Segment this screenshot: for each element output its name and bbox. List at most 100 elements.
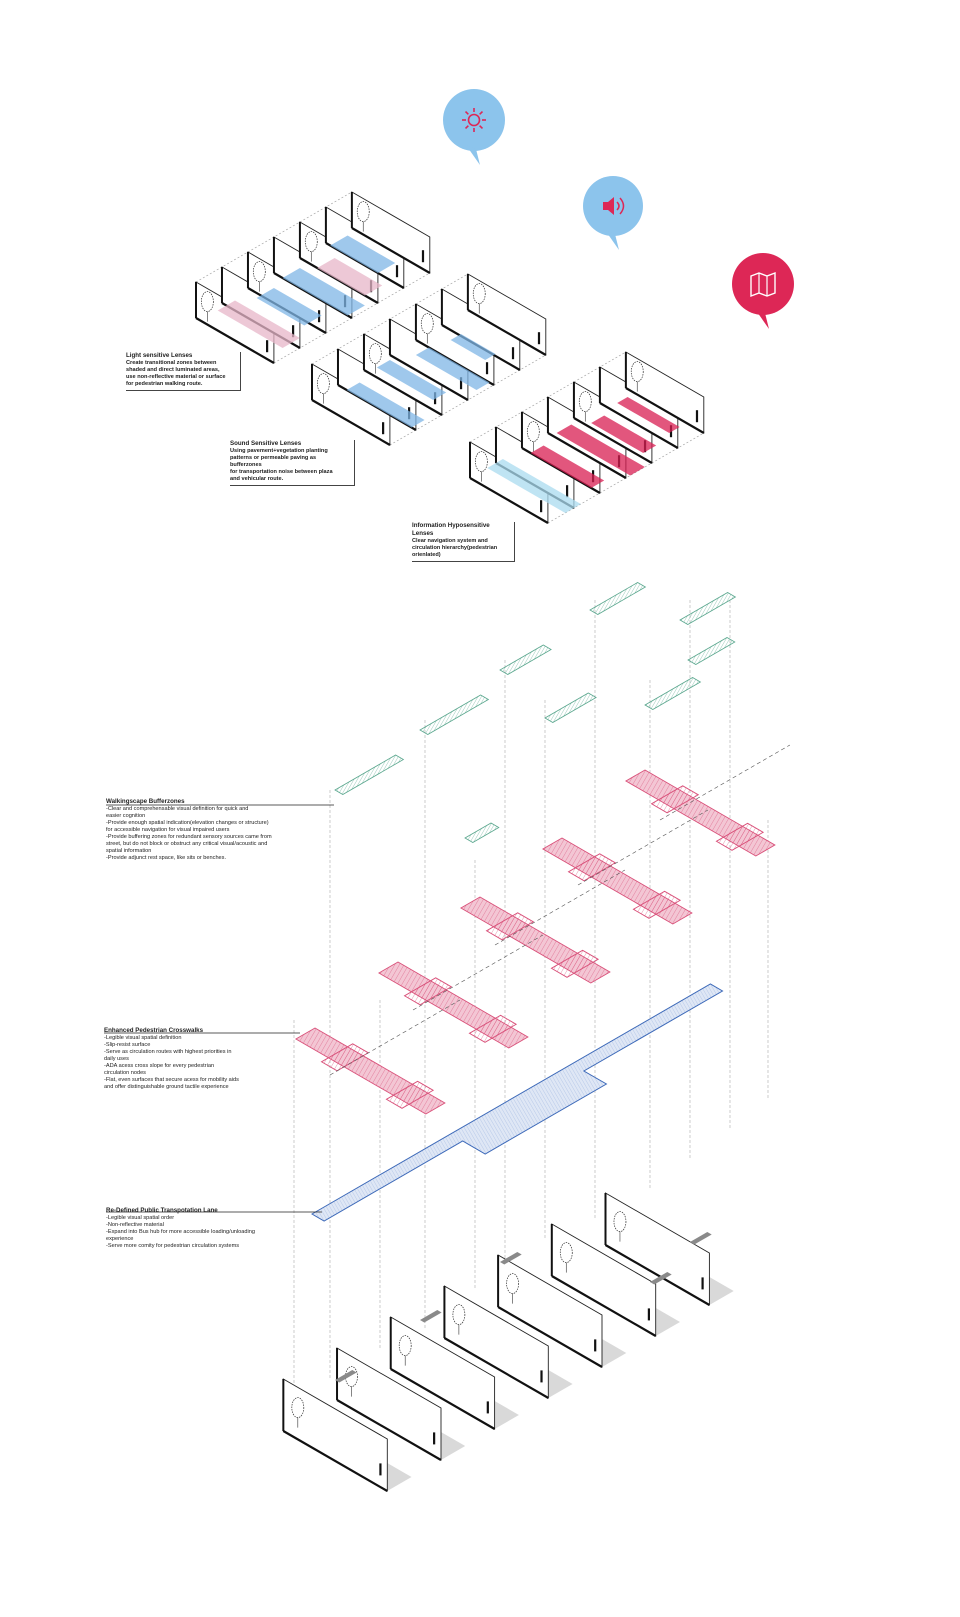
crosswalks-line: -Flat, even surfaces that secure acess f…: [104, 1077, 239, 1083]
transit-line: -Non-reflective material: [106, 1222, 164, 1228]
section-mark: [486, 1401, 489, 1414]
crosswalks-note: Enhanced Pedestrian Crosswalks -Legible …: [104, 1027, 284, 1091]
bufferzones-title: Walkingscape Bufferzones: [106, 798, 185, 805]
bufferzone-hatch: [542, 838, 692, 924]
section-mark: [421, 250, 425, 263]
section-ground-line: [604, 1244, 710, 1306]
crosswalk-node: [468, 1014, 518, 1043]
bufferzones-line: street, but do not block or obstruct any…: [106, 841, 268, 847]
canopy-strip: [687, 637, 736, 665]
sun-icon: [462, 108, 486, 132]
transit-line: experience: [106, 1236, 134, 1242]
crosswalks-line: daily uses: [104, 1056, 129, 1062]
speech-bubble: [443, 89, 505, 151]
info-lens-title: Information Hyposensitive Lenses: [412, 522, 490, 537]
light-lens-title: Light sensitive Lenses: [126, 352, 193, 359]
section-ground-line: [625, 387, 705, 434]
section-ground-line: [497, 1306, 603, 1368]
sound-lens-line: for transportation noise between plaza: [230, 469, 333, 475]
transit-line: -Serve more comity for pedestrian circul…: [106, 1243, 240, 1249]
exploded-axonometric: [282, 582, 791, 1492]
sun-ray: [464, 125, 469, 130]
lens-band: [317, 258, 383, 296]
section-ground-line: [195, 317, 275, 364]
section-ground-line: [363, 369, 443, 416]
section-mark: [511, 347, 515, 360]
lens-band: [256, 288, 322, 326]
crosswalk-node: [632, 890, 682, 919]
transit-line: -Legible visual spatial order: [106, 1215, 175, 1221]
section-ground-line: [390, 1368, 496, 1430]
bufferzone-hatch: [460, 897, 610, 983]
transit-note: Re-Defined Public Transpotation Lane -Le…: [106, 1207, 286, 1250]
canopy-strip: [644, 677, 702, 710]
speech-bubbles: [443, 89, 794, 329]
sound-lens-note: Sound Sensitive Lenses Using pavement+ve…: [230, 440, 355, 486]
bufferzone-hatch: [625, 770, 775, 856]
lens-band: [346, 382, 425, 428]
bufferzones-line: -Provide buffering zones for redundant s…: [106, 834, 272, 840]
bufferzones-line: -Provide enough spatial indication(eleva…: [106, 820, 269, 826]
section-ground-line: [415, 339, 495, 386]
curb-strip: [690, 1232, 712, 1245]
canopy-strip: [499, 644, 552, 675]
speech-bubble: [732, 253, 794, 315]
canopy-strip: [334, 754, 405, 795]
speaker-icon: [603, 197, 625, 215]
light-lens-line: use non-reflective material or surface: [126, 374, 226, 380]
section-ground-line: [547, 432, 627, 479]
section-ground-line: [311, 399, 391, 446]
section-mark: [433, 1432, 436, 1445]
crosswalk-node: [403, 977, 453, 1006]
info-lens-note: Information Hyposensitive Lenses Clear n…: [412, 522, 515, 562]
sound-lens-diagram: [311, 273, 547, 446]
info-lens-diagram: [469, 351, 705, 524]
speech-bubble-tail: [605, 230, 619, 250]
speaker-wave: [616, 201, 620, 211]
bufferzones-line: easier cognition: [106, 813, 146, 819]
light-lens-line: shaded and direct luminated areas,: [126, 367, 220, 373]
info-lens-line: circulation hierarchy(pedestrian: [412, 545, 498, 551]
crosswalks-line: and offer distinguishable ground tactile…: [104, 1084, 229, 1090]
leader-lines: [104, 804, 334, 1213]
speaker-body: [603, 197, 614, 215]
bufferzone-hatch: [378, 962, 528, 1048]
crosswalks-line: -Slip-resist surface: [104, 1042, 151, 1048]
section-ground-line: [467, 309, 547, 356]
section-mark: [395, 265, 399, 278]
section-mark: [540, 500, 543, 513]
section-mark: [565, 485, 569, 498]
sun-core: [467, 113, 481, 127]
section-ground-line: [573, 417, 653, 464]
section-mark: [540, 1370, 543, 1383]
map-outline: [750, 271, 776, 298]
sound-lens-line: patterns or permeable paving as bufferzo…: [230, 455, 317, 468]
lens-band: [282, 268, 365, 316]
sun-ray: [479, 125, 484, 130]
bufferzone-hatch: [295, 1028, 445, 1114]
canopy-strip: [464, 822, 500, 843]
lens-band: [450, 334, 496, 360]
lens-band: [330, 235, 396, 273]
section-mark: [379, 1463, 382, 1476]
canopy-strip: [544, 692, 597, 723]
section-mark: [382, 422, 385, 435]
lens-band: [591, 415, 657, 453]
sun-ray: [464, 110, 469, 115]
speech-bubble-tail: [466, 145, 480, 165]
canopy-strip: [419, 694, 490, 735]
transit-line: -Expand into Bus hub for more accessible…: [106, 1229, 255, 1235]
section-mark: [291, 325, 295, 338]
bufferzones-line: -Clear and comprehensable visual definit…: [106, 806, 249, 812]
section-ground-line: [443, 1337, 549, 1399]
curb-strip: [335, 1370, 357, 1383]
crosswalk-node: [567, 853, 617, 882]
section-ground-line: [351, 227, 431, 274]
curb-strip: [420, 1310, 442, 1323]
section-ground-line: [336, 1399, 442, 1461]
sound-lens-title: Sound Sensitive Lenses: [230, 440, 302, 447]
crosswalk-node: [715, 822, 765, 851]
section-mark: [459, 377, 463, 390]
lens-band: [217, 300, 300, 348]
